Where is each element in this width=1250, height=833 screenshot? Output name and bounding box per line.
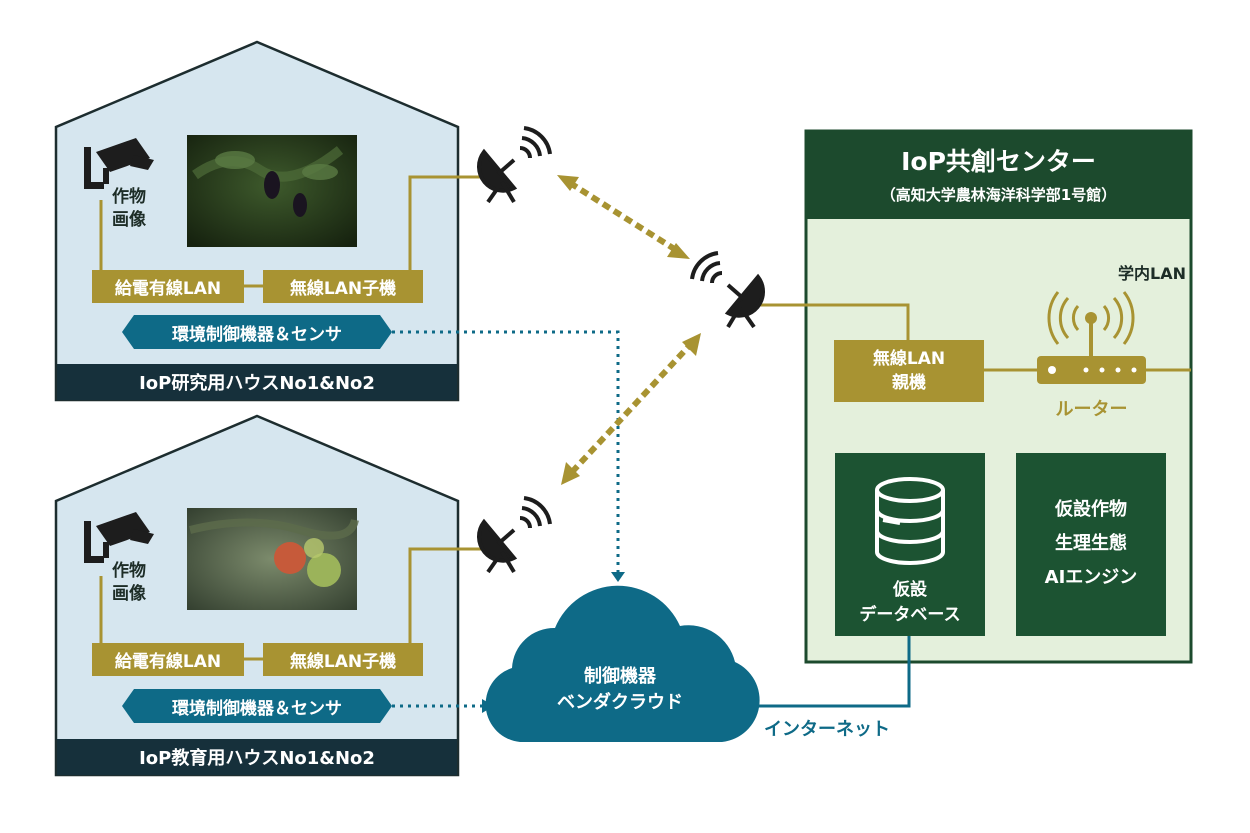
database-icon [875,477,945,565]
satellite-dish-icon [477,496,552,574]
satellite-dish-icon [690,251,765,329]
database-label: 仮設データベース [859,580,961,625]
wired-lan-box: 給電有線LAN [92,643,244,676]
center-wiring [760,303,1191,372]
satellite-dish-icon [477,126,552,204]
camera-icon [84,138,154,189]
teal-dotted-lines [392,330,620,708]
house-2-footer: IoP教育用ハウスNo1&No2 [57,739,457,775]
env-control-badge-2 [122,689,392,723]
wired-lan-box: 給電有線LAN [92,270,244,303]
ai-engine-box [1016,453,1166,636]
vendor-cloud [485,585,760,742]
wireless-link-bottom [561,333,701,485]
router-label: ルーター [1055,399,1128,420]
router-icon [1037,291,1146,384]
center-subtitle: （高知大学農林海洋科学部1号館） [880,185,1117,204]
internet-label: インターネット [764,719,890,740]
crop-image-label: 作物画像 [112,187,146,230]
house-1-footer: IoP研究用ハウスNo1&No2 [57,364,457,400]
crop-photo-eggplant-detail [192,146,344,217]
house-2-wiring [99,547,482,661]
campus-lan-label: 学内LAN [1118,264,1186,283]
wireless-child-box: 無線LAN子機 [263,270,423,303]
env-control-label: 環境制御機器＆センサ [172,698,342,719]
env-control-badge-1 [122,315,392,349]
center-title: IoP共創センター [901,147,1096,176]
crop-photo-tomato-detail [189,518,359,587]
wireless-child-box: 無線LAN子機 [263,643,423,676]
crop-image-label: 作物画像 [112,561,146,604]
house-1-wiring [99,175,482,288]
env-control-label: 環境制御機器＆センサ [172,324,342,345]
cloud-label: 制御機器ベンダクラウド [557,666,683,713]
teal-connections [743,635,911,708]
wireless-link-top [557,175,690,259]
teal-arrowhead-down [611,572,625,582]
camera-icon [84,512,154,563]
database-box [835,453,985,636]
